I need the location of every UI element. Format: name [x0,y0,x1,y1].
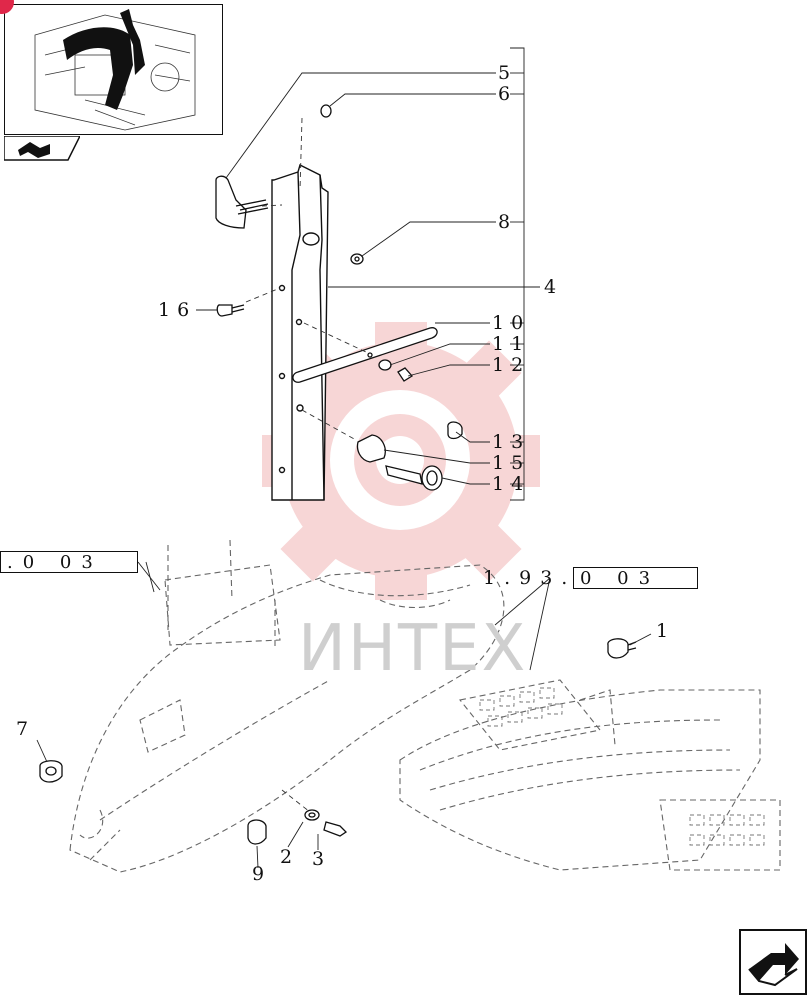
callout-7: 7 [16,718,36,740]
view-arrow-icon[interactable] [3,135,82,166]
callout-2: 2 [280,846,300,868]
chassis-outline [69,539,781,873]
small-parts [39,104,637,845]
callout-16: 16 [158,299,197,321]
strap-part [292,327,438,383]
callout-3: 3 [312,848,332,870]
dashed-leaders [245,117,367,813]
callout-8: 8 [498,211,518,233]
callout-12: 12 [492,354,531,376]
reference-box-left[interactable]: .0 03 [0,551,138,573]
reference-box-right[interactable]: 0 03 [573,567,698,589]
reference-prefix-right: 1.93. [483,567,577,589]
plate-part [215,175,269,229]
bracket-part [271,163,329,501]
leader-lines [36,47,652,869]
callout-5: 5 [498,62,518,84]
status-badge-icon [0,0,14,14]
callout-14: 14 [492,473,531,495]
next-page-arrow-icon[interactable] [739,929,807,999]
callout-6: 6 [498,83,518,105]
callout-9: 9 [252,863,272,885]
watermark-text: ИНТЕХ [298,612,528,686]
callout-11: 11 [492,333,531,355]
panel-grid [479,687,765,846]
callout-4: 4 [544,276,564,298]
callout-10: 10 [492,312,531,334]
callout-13: 13 [492,431,531,453]
callout-1: 1 [656,620,676,642]
callout-15: 15 [492,452,531,474]
assembly-location-thumbnail-icon[interactable] [4,4,223,135]
